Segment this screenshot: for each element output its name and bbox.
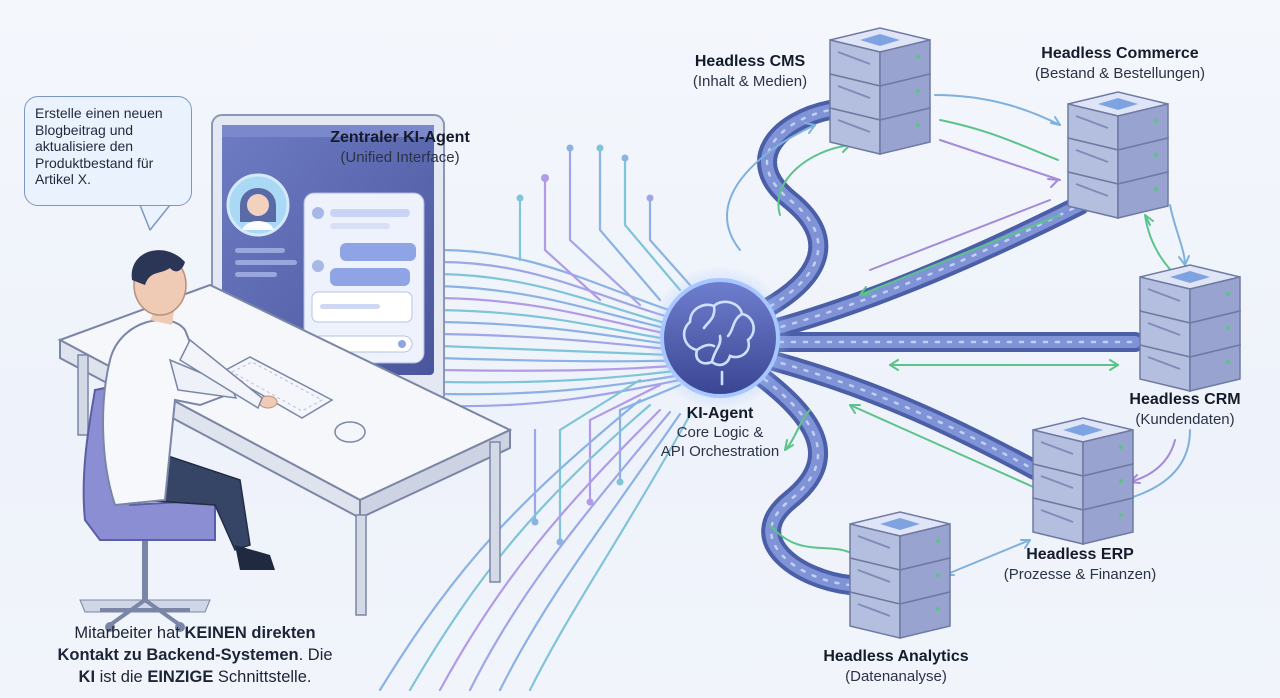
server-stacks — [829, 27, 1241, 639]
bubble-line: Artikel X. — [35, 171, 92, 187]
bubble-line: Blogbeitrag und — [35, 121, 134, 138]
avatar — [240, 188, 276, 230]
erp-server — [1032, 417, 1134, 545]
crm-server — [1139, 264, 1241, 392]
erp-subtitle: (Prozesse & Finanzen) — [1003, 566, 1157, 583]
analytics-server — [849, 511, 951, 639]
commerce-server — [1067, 91, 1169, 219]
central-agent-subtitle: (Unified Interface) — [340, 149, 460, 166]
crm-title: Headless CRM — [1129, 391, 1241, 408]
erp-label: Headless ERP (Prozesse & Finanzen) — [985, 545, 1175, 585]
caption: Mitarbeiter hat KEINEN direkten Kontakt … — [30, 622, 360, 688]
hub-label: KI-Agent Core Logic & API Orchestration — [630, 404, 810, 461]
caption-line-1: Mitarbeiter hat KEINEN direkten — [74, 624, 316, 642]
crm-label: Headless CRM (Kundendaten) — [1110, 390, 1260, 430]
crm-subtitle: (Kundendaten) — [1135, 411, 1235, 428]
hub-line-1: Core Logic & — [676, 424, 764, 441]
speech-bubble: Erstelle einen neuen Blogbeitrag und akt… — [24, 96, 192, 206]
cms-subtitle: (Inhalt & Medien) — [692, 73, 808, 90]
monitor — [211, 114, 445, 406]
cms-label: Headless CMS (Inhalt & Medien) — [665, 52, 835, 92]
mouse — [334, 421, 366, 443]
analytics-label: Headless Analytics (Datenanalyse) — [805, 647, 987, 687]
speech-bubble-tail — [139, 204, 171, 231]
central-agent-title: Zentraler KI-Agent — [330, 129, 470, 146]
cms-title: Headless CMS — [694, 53, 806, 70]
central-agent-label: Zentraler KI-Agent (Unified Interface) — [300, 128, 500, 168]
bubble-line: Produktbestand für — [35, 154, 154, 171]
circuit-nodes — [516, 144, 654, 546]
bubble-line: Erstelle einen neuen — [35, 105, 163, 121]
hub-title: KI-Agent — [686, 405, 754, 422]
cms-server — [829, 27, 931, 155]
commerce-label: Headless Commerce (Bestand & Bestellunge… — [1005, 44, 1235, 84]
analytics-subtitle: (Datenanalyse) — [845, 668, 947, 685]
erp-title: Headless ERP — [1026, 546, 1134, 563]
employee — [79, 250, 278, 632]
flow-arrows — [726, 94, 1191, 576]
ki-agent-hub — [648, 266, 792, 410]
commerce-subtitle: (Bestand & Bestellungen) — [1034, 65, 1206, 82]
data-pipes — [745, 100, 1145, 595]
bubble-line: aktualisiere den — [35, 138, 134, 154]
caption-line-3: KI ist die EINZIGE Schnittstelle. — [78, 668, 312, 686]
caption-line-2: Kontakt zu Backend-Systemen. Die — [57, 646, 333, 664]
hub-line-2: API Orchestration — [660, 443, 780, 460]
brain-icon — [682, 300, 755, 386]
commerce-title: Headless Commerce — [1041, 45, 1199, 62]
analytics-title: Headless Analytics — [823, 648, 969, 665]
